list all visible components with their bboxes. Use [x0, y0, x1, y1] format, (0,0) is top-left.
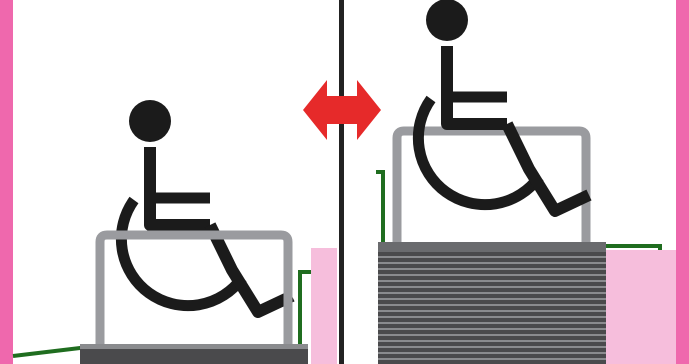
lift-stripe: [378, 310, 606, 312]
left-frame-bar: [0, 0, 13, 364]
right-frame-bar: [676, 0, 689, 364]
lift-stripe: [378, 328, 606, 330]
center-divider: [339, 0, 344, 364]
lift-stripe: [378, 352, 606, 354]
lift-stripe: [378, 358, 606, 360]
right-head: [426, 0, 468, 41]
lift-stripe: [378, 316, 606, 318]
lift-stripe: [378, 340, 606, 342]
lift-stripe: [378, 346, 606, 348]
lift-stripe: [378, 322, 606, 324]
lift-stripe: [378, 298, 606, 300]
lift-stripe: [378, 274, 606, 276]
lift-stripe: [378, 334, 606, 336]
left-pink-platform: [311, 248, 337, 364]
lift-stripe: [378, 256, 606, 258]
lift-stripe: [378, 280, 606, 282]
lift-stripe: [378, 292, 606, 294]
lift-stripe: [378, 286, 606, 288]
lift-stripe: [378, 268, 606, 270]
right-pink-platform: [606, 250, 676, 364]
right-lift-top-edge: [378, 242, 606, 252]
lift-stripe: [378, 304, 606, 306]
lift-stripe: [378, 262, 606, 264]
left-head: [129, 100, 171, 142]
left-lift-top-edge: [80, 344, 308, 349]
